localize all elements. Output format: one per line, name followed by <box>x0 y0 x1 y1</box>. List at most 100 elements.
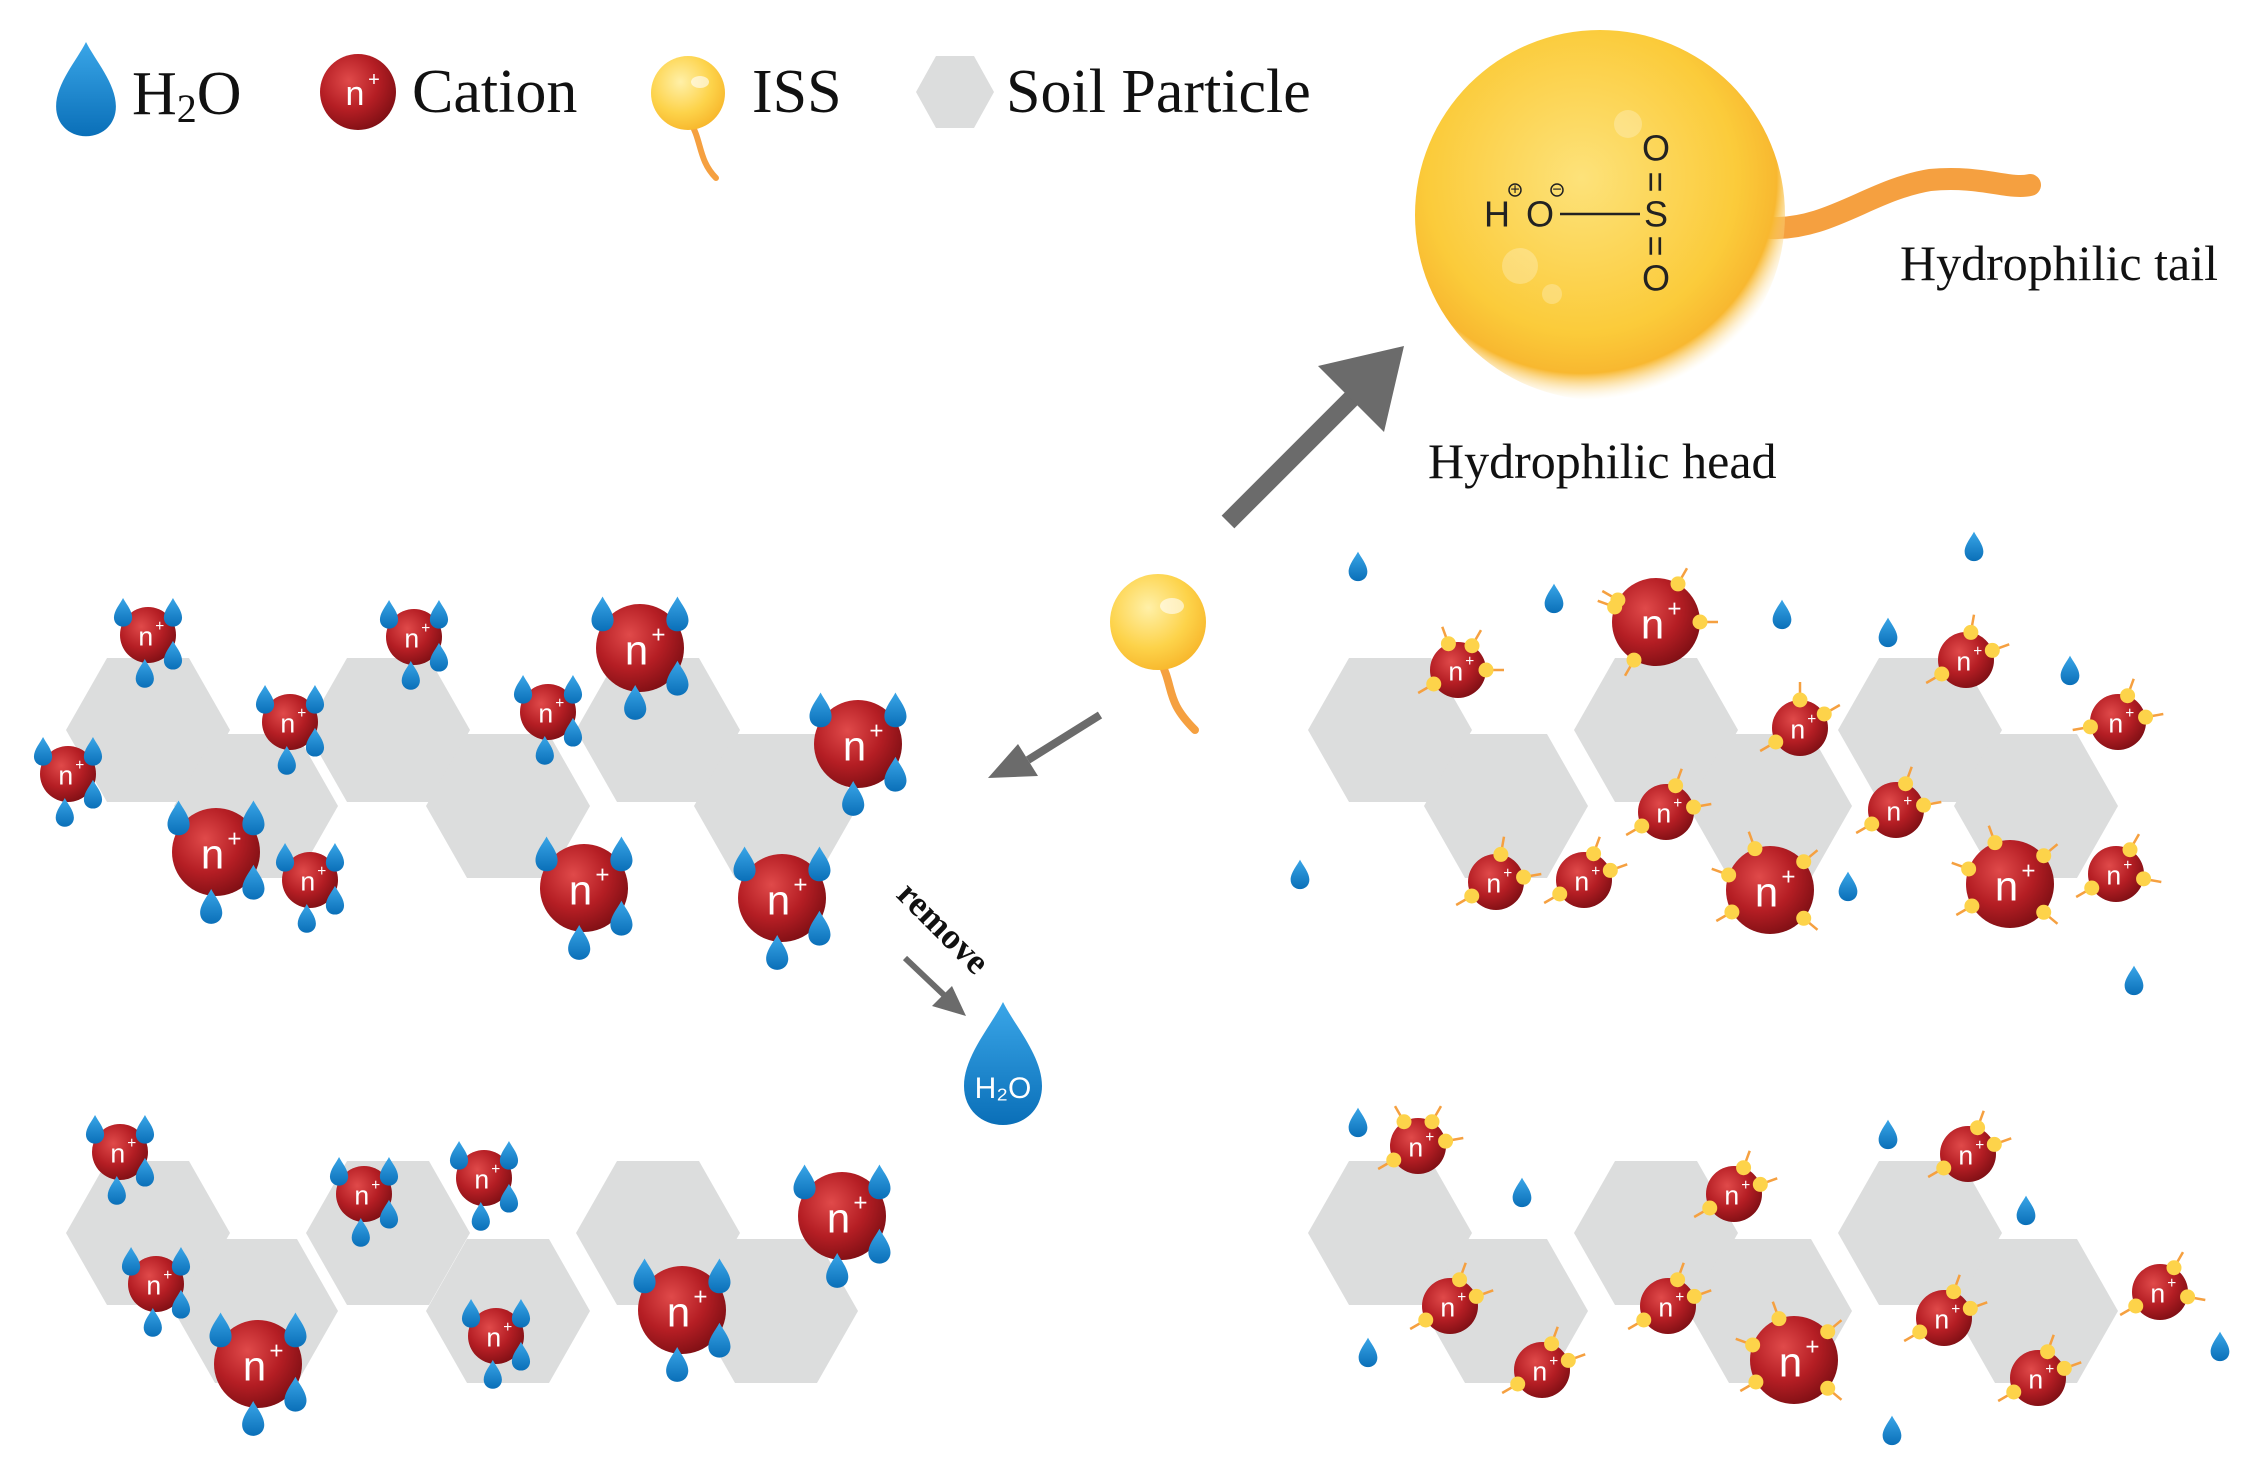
water-drop <box>563 717 583 747</box>
soil-hexagon <box>1574 658 1738 802</box>
cation: n+ <box>336 1166 392 1222</box>
iss-bead <box>1984 642 2000 658</box>
water-drop <box>535 736 554 765</box>
cation: n+ <box>172 808 260 896</box>
svg-text:+: + <box>155 618 164 635</box>
soil-hexagon <box>1308 1161 1472 1305</box>
iss-bead <box>1468 1288 1484 1304</box>
iss-bead <box>1934 666 1950 682</box>
svg-text:n: n <box>1956 646 1971 676</box>
cation: n+ <box>1726 846 1814 934</box>
svg-text:n: n <box>1532 1356 1547 1386</box>
cation: n+ <box>2132 1264 2188 1320</box>
iss-bead <box>2136 871 2152 887</box>
iss-bead <box>1552 886 1568 902</box>
atom-s: S <box>1644 194 1668 235</box>
water-drop <box>808 910 831 946</box>
water-drop <box>624 685 647 720</box>
cation: n+ <box>40 746 96 802</box>
removed-water-label: H₂O <box>975 1072 1032 1105</box>
water-drop <box>610 900 633 936</box>
iss-bead <box>1626 652 1642 668</box>
water-drop <box>1878 1119 1898 1150</box>
svg-text:+: + <box>317 863 326 880</box>
svg-text:n: n <box>354 1180 369 1210</box>
iss-bead <box>1792 692 1808 708</box>
iss-bead <box>1736 1160 1752 1176</box>
cation: n+ <box>468 1308 524 1364</box>
svg-text:n: n <box>243 1343 266 1390</box>
water-drop <box>1878 617 1898 648</box>
water-drop <box>200 889 223 924</box>
water-drop <box>255 684 275 714</box>
iss-bead <box>1970 1120 1986 1136</box>
soil-hexagon-icon <box>916 56 994 128</box>
water-drop <box>733 846 756 882</box>
iss-bead <box>1544 1336 1560 1352</box>
svg-text:n: n <box>1656 798 1671 828</box>
svg-text:+: + <box>491 1161 500 1178</box>
cation: n+ <box>2090 694 2146 750</box>
svg-text:n: n <box>1440 1292 1455 1322</box>
cation: n+ <box>1556 852 1612 908</box>
cation-sphere-icon: n + <box>320 54 396 130</box>
svg-text:+: + <box>227 825 241 852</box>
svg-text:n: n <box>146 1270 161 1300</box>
water-drop <box>568 925 591 960</box>
water-drop <box>483 1360 502 1389</box>
iss-bead <box>1745 1337 1761 1353</box>
svg-text:n: n <box>1886 796 1901 826</box>
iss-bead <box>2120 688 2136 704</box>
svg-text:n: n <box>201 831 224 878</box>
iss-bead <box>1464 888 1480 904</box>
water-drop <box>633 1258 656 1294</box>
legend-water-label: H2O <box>132 60 242 131</box>
water-drop <box>171 1246 191 1276</box>
water-drop <box>563 674 583 704</box>
svg-text:n: n <box>2150 1278 2165 1308</box>
svg-text:+: + <box>555 695 564 712</box>
cation: n+ <box>1706 1166 1762 1222</box>
iss-bead <box>1963 624 1979 640</box>
iss-bead <box>2138 709 2154 725</box>
water-drop-icon <box>56 42 116 137</box>
iss-bead <box>1987 835 2003 851</box>
svg-text:+: + <box>2021 857 2035 884</box>
water-drop <box>1964 531 1984 562</box>
svg-text:+: + <box>269 1337 283 1364</box>
iss-bead <box>1916 797 1932 813</box>
iss-bead <box>1493 846 1509 862</box>
iss-bead <box>1607 599 1623 615</box>
water-drop <box>2016 1195 2036 1226</box>
remove-label: remove <box>889 873 997 981</box>
water-drop <box>242 1401 265 1436</box>
water-drop <box>884 692 907 728</box>
iss-bead <box>1752 1176 1768 1192</box>
iss-bead <box>1560 1352 1576 1368</box>
water-drop <box>1512 1177 1532 1208</box>
water-drop <box>83 736 103 766</box>
water-drop <box>305 684 325 714</box>
svg-text:n: n <box>138 621 153 651</box>
svg-text:n: n <box>474 1164 489 1194</box>
water-drop <box>275 842 295 872</box>
water-drop <box>1348 1107 1368 1138</box>
cation: n+ <box>262 694 318 750</box>
water-drop <box>826 1253 849 1288</box>
water-drop <box>329 1156 349 1186</box>
double-bond-top: = <box>1636 171 1677 192</box>
svg-text:n: n <box>827 1195 850 1242</box>
water-drop <box>1348 551 1368 582</box>
iss-bead <box>1936 1160 1952 1176</box>
iss-bead <box>1820 1324 1836 1340</box>
iss-bead <box>2056 1360 2072 1376</box>
cation: n+ <box>1468 854 1524 910</box>
svg-text:n: n <box>486 1322 501 1352</box>
legend-cation-label: Cation <box>412 58 577 126</box>
svg-text:n: n <box>404 623 419 653</box>
iss-bead <box>1702 1200 1718 1216</box>
soil-hexagon <box>1838 658 2002 802</box>
iss-surfactant-icon <box>651 56 725 181</box>
cation: n+ <box>1868 782 1924 838</box>
water-drop <box>242 864 265 900</box>
